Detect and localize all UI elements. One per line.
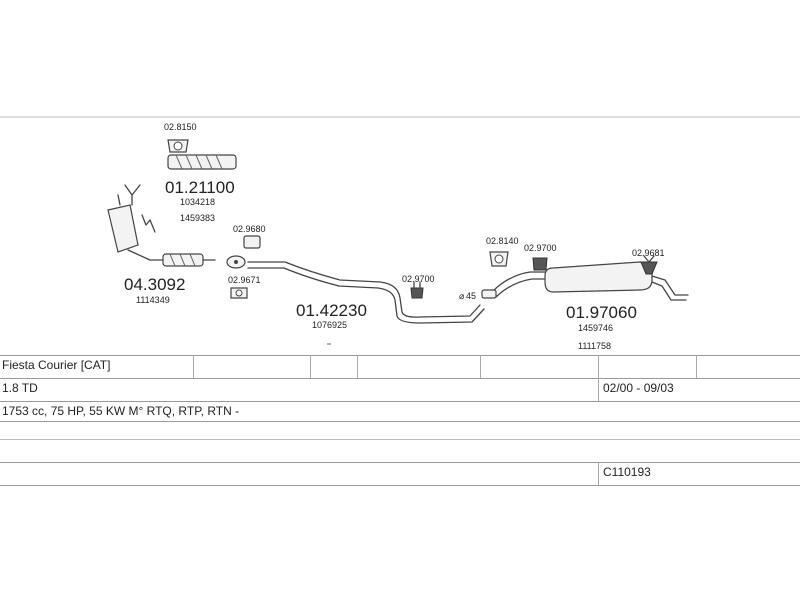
- column-divider: [598, 378, 599, 401]
- table-rule: [0, 485, 800, 486]
- part-02-8140-clamp[interactable]: [489, 251, 509, 267]
- label-1034218: 1034218: [180, 197, 215, 207]
- angle-45-marker: ⌀ 45: [459, 291, 476, 301]
- column-divider: [193, 355, 194, 378]
- catalyst-bracket-icon: [124, 184, 156, 233]
- column-divider: [696, 355, 697, 378]
- label-01-42230: 01.42230: [296, 301, 367, 320]
- label-01-21100: 01.21100: [165, 178, 235, 197]
- part-01-21100-flex-pipe[interactable]: [167, 154, 237, 170]
- label-02-9700-b: 02.9700: [524, 243, 557, 253]
- column-divider: [357, 355, 358, 378]
- label-1076925: 1076925: [312, 320, 347, 330]
- svg-text:⌀: ⌀: [459, 291, 465, 301]
- part-02-8150-clamp[interactable]: [167, 139, 189, 153]
- label-02-8140: 02.8140: [486, 236, 519, 246]
- label-04-3092: 04.3092: [124, 275, 185, 294]
- label-1459383: 1459383: [180, 213, 215, 223]
- label-1459746: 1459746: [578, 323, 613, 333]
- part-04-3092-catalyst[interactable]: [107, 194, 216, 267]
- label-02-9700-a: 02.9700: [402, 274, 435, 284]
- part-02-9700-hanger-b[interactable]: [532, 257, 548, 271]
- label-45: 45: [466, 291, 476, 301]
- part-02-9671-clamp[interactable]: [230, 287, 248, 299]
- table-rule: [0, 401, 800, 402]
- label-1111758: 1111758: [578, 341, 611, 351]
- vehicle-model: Fiesta Courier [CAT]: [2, 358, 111, 372]
- label-02-9671: 02.9671: [228, 275, 261, 285]
- label-02-9680: 02.9680: [233, 224, 266, 234]
- label-01-97060: 01.97060: [566, 303, 637, 322]
- part-01-97060-rear-silencer[interactable]: [544, 261, 689, 301]
- catalogue-code: C110193: [603, 465, 651, 479]
- table-rule: [0, 378, 800, 379]
- column-divider: [598, 462, 599, 485]
- label-02-9681: 02.9681: [632, 248, 665, 258]
- part-01-42230-middle-pipe[interactable]: [247, 261, 485, 324]
- table-rule: [0, 355, 800, 356]
- table-rule: [0, 421, 800, 422]
- column-divider: [598, 355, 599, 378]
- column-divider: [480, 355, 481, 378]
- part-02-9700-hanger-a[interactable]: [410, 281, 424, 299]
- table-rule: [0, 462, 800, 463]
- label-1114349: 1114349: [136, 295, 170, 305]
- table-rule: [0, 439, 800, 440]
- connector-flange-icon: [226, 255, 246, 269]
- column-divider: [310, 355, 311, 378]
- rear-pipe-section: [481, 271, 554, 299]
- exhaust-diagram: 02.8150 01.21100 1034218 1459383 04.3092…: [0, 116, 800, 351]
- part-02-9681-hanger[interactable]: [640, 255, 658, 275]
- engine-type: 1.8 TD: [2, 381, 38, 395]
- part-02-9680-gasket[interactable]: [243, 235, 261, 249]
- label-02-8150: 02.8150: [164, 122, 197, 132]
- engine-specs: 1753 cc, 75 HP, 55 KW M° RTQ, RTP, RTN -: [2, 404, 240, 418]
- production-years: 02/00 - 09/03: [603, 381, 674, 395]
